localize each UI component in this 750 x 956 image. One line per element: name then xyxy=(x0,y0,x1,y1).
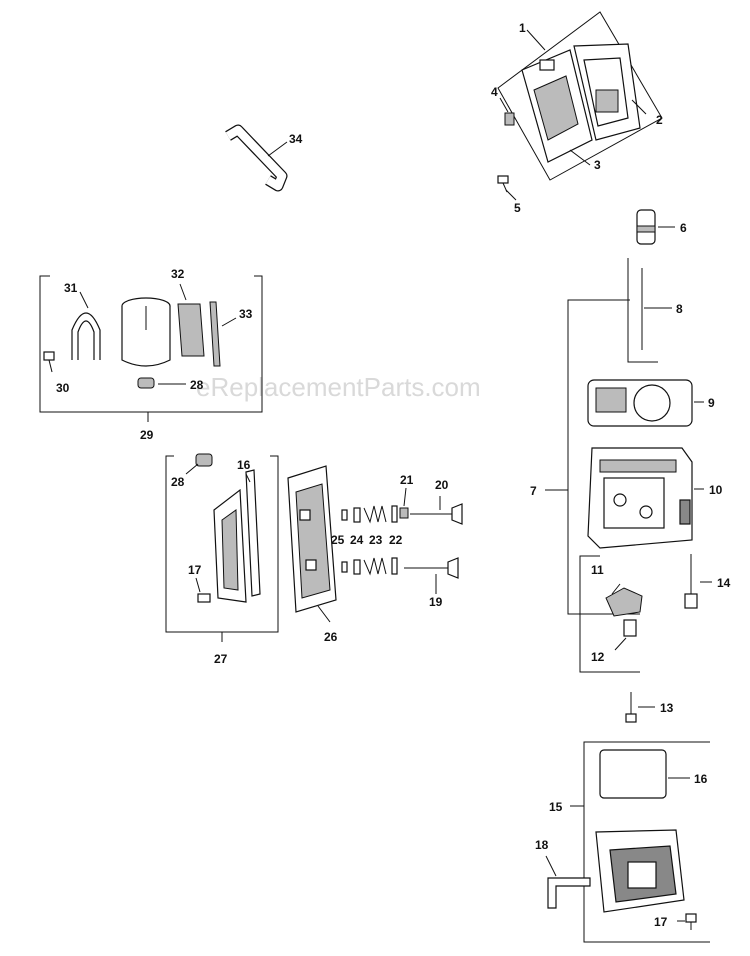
part-valve-cover-lower xyxy=(595,829,685,913)
part-valve-cover xyxy=(521,49,593,163)
callout-28-left: 28 xyxy=(190,378,204,392)
callout-1: 1 xyxy=(519,21,526,35)
callout-5: 5 xyxy=(514,201,521,215)
part-cylinder-head-26 xyxy=(287,465,337,623)
callout-11: 11 xyxy=(591,563,604,577)
callout-25: 25 xyxy=(331,533,345,547)
part-push-rod xyxy=(627,258,672,363)
callout-labels: 1 2 3 4 5 6 7 8 9 10 11 12 13 14 15 16 1… xyxy=(56,21,731,929)
callout-16-mid: 16 xyxy=(237,458,251,472)
callout-13: 13 xyxy=(660,701,674,715)
part-valve-keeper-lower xyxy=(341,561,348,573)
watermark-text: eReplacementParts.com xyxy=(196,372,481,402)
part-head-gasket xyxy=(587,379,704,427)
callout-16-right: 16 xyxy=(694,772,708,786)
callout-31: 31 xyxy=(64,281,78,295)
callout-14: 14 xyxy=(717,576,731,590)
valve-cover-group xyxy=(497,11,663,201)
part-spring-retainer-lower xyxy=(353,559,361,575)
part-grommet xyxy=(137,377,186,389)
part-intake-valve xyxy=(404,557,459,594)
part-valve-spring-upper xyxy=(363,505,387,524)
callout-10: 10 xyxy=(709,483,723,497)
part-clamp-screw xyxy=(43,351,55,373)
callout-34: 34 xyxy=(289,132,303,146)
part-valve-seal-lower xyxy=(391,557,398,575)
part-rocker-arm xyxy=(605,583,643,617)
part-rocker-pivot xyxy=(614,619,637,651)
part-plate xyxy=(209,301,237,367)
callout-18: 18 xyxy=(535,838,549,852)
part-valve-seal-upper xyxy=(391,505,398,523)
part-bracket xyxy=(545,855,591,909)
part-head-bolt xyxy=(684,554,712,609)
part-valve-cap-upper xyxy=(399,487,409,519)
callout-23: 23 xyxy=(369,533,383,547)
callout-28-mid: 28 xyxy=(171,475,185,489)
part-cap xyxy=(636,209,675,245)
callout-17-mid: 17 xyxy=(188,563,202,577)
part-clamp xyxy=(71,291,101,360)
part-gasket xyxy=(573,43,641,141)
callout-27: 27 xyxy=(214,652,228,666)
part-gasket-lower xyxy=(599,749,690,799)
callout-3: 3 xyxy=(594,158,601,172)
part-breather-hose xyxy=(225,124,288,192)
callout-17-right: 17 xyxy=(654,915,668,929)
cover-group-27 xyxy=(165,453,279,642)
breather-group xyxy=(39,275,263,422)
callout-12: 12 xyxy=(591,650,605,664)
callout-9: 9 xyxy=(708,396,715,410)
part-breather-body xyxy=(121,297,171,367)
part-cylinder-head xyxy=(587,447,704,549)
part-screw-27 xyxy=(195,577,211,603)
part-gasket-27 xyxy=(245,469,261,597)
valve-train-group xyxy=(287,465,463,623)
callout-24: 24 xyxy=(350,533,364,547)
cylinder-head-group xyxy=(545,299,704,673)
callout-2: 2 xyxy=(656,113,663,127)
callout-19: 19 xyxy=(429,595,443,609)
part-cover-27 xyxy=(213,488,247,603)
callout-4: 4 xyxy=(491,85,498,99)
callout-30: 30 xyxy=(56,381,70,395)
callout-26: 26 xyxy=(324,630,338,644)
callout-15: 15 xyxy=(549,800,563,814)
callout-8: 8 xyxy=(676,302,683,316)
callout-6: 6 xyxy=(680,221,687,235)
callout-29: 29 xyxy=(140,428,154,442)
part-spring-retainer-upper xyxy=(353,507,361,523)
callout-20: 20 xyxy=(435,478,449,492)
callout-22: 22 xyxy=(389,533,403,547)
part-grommet-2 xyxy=(185,453,213,475)
callout-7: 7 xyxy=(530,484,537,498)
part-seal xyxy=(177,283,205,357)
callout-21: 21 xyxy=(400,473,414,487)
part-bolt xyxy=(625,692,655,723)
part-valve-spring-lower xyxy=(363,557,387,576)
part-screw-lower xyxy=(677,913,697,930)
callout-33: 33 xyxy=(239,307,253,321)
part-screw xyxy=(497,175,509,193)
callout-32: 32 xyxy=(171,267,185,281)
part-valve-keeper-upper xyxy=(341,509,348,521)
valve-cover-lower-group xyxy=(545,741,710,943)
part-exhaust-valve xyxy=(410,496,463,525)
part-breather-fitting xyxy=(504,112,515,126)
